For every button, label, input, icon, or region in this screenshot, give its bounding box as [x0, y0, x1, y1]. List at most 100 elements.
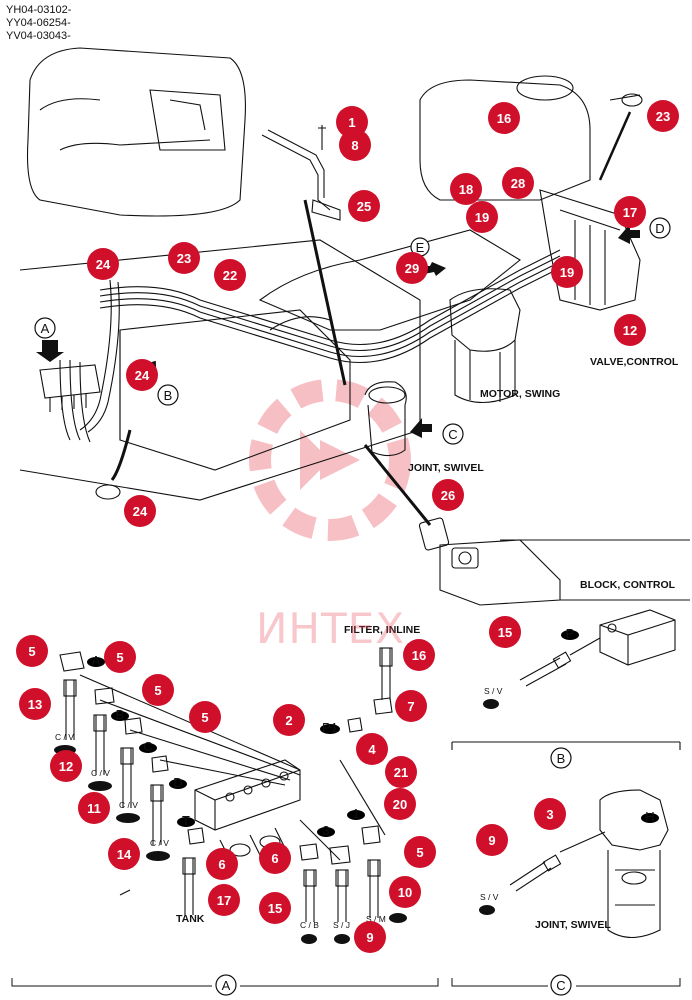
callout-23-hose-bubble — [168, 242, 200, 274]
view-letter-c: C — [442, 423, 464, 445]
hose-tag-h: H — [339, 935, 344, 944]
callout-5-c-number: 5 — [154, 683, 161, 698]
callout-15-detail[interactable]: 15 — [259, 892, 291, 924]
callout-6-a[interactable]: 6 — [206, 848, 238, 880]
callout-6-b-bubble — [259, 842, 291, 874]
serial-3: YV04-03043- — [6, 30, 71, 42]
hose-tag-4: 4 — [488, 700, 492, 709]
callout-11-number: 11 — [87, 801, 101, 816]
callout-12-detail-bubble — [50, 750, 82, 782]
callout-16-filter-top[interactable]: 16 — [488, 102, 520, 134]
view-letter-a: A — [34, 317, 56, 339]
callout-1-bolt-number: 1 — [348, 115, 355, 130]
callout-24-upper-bubble — [87, 248, 119, 280]
port-tag-t: T — [177, 813, 195, 828]
callout-19-upper[interactable]: 19 — [466, 201, 498, 233]
callout-5-c[interactable]: 5 — [142, 674, 174, 706]
hose-tag-sv-3: S / V — [480, 892, 499, 902]
callout-15-block[interactable]: 15 — [489, 616, 521, 648]
callout-20-bubble — [384, 788, 416, 820]
callout-5-e[interactable]: 5 — [404, 836, 436, 868]
callout-11[interactable]: 11 — [78, 792, 110, 824]
section-label-b: B — [550, 747, 572, 769]
callout-9-joint[interactable]: 9 — [476, 824, 508, 856]
callout-2-block-number: 2 — [285, 713, 292, 728]
callout-19-lower-number: 19 — [560, 265, 574, 280]
upper-assembly — [19, 47, 690, 606]
watermark-logo — [249, 379, 411, 541]
callout-5-b[interactable]: 5 — [104, 641, 136, 673]
callout-8-washer-number: 8 — [351, 138, 358, 153]
callout-16-detail-bubble — [403, 639, 435, 671]
callout-3-bubble — [534, 798, 566, 830]
svg-text:A: A — [92, 653, 101, 668]
svg-text:C: C — [556, 978, 565, 993]
callout-22-bubble — [214, 259, 246, 291]
callout-2-block-bubble — [273, 704, 305, 736]
callout-12-detail[interactable]: 12 — [50, 750, 82, 782]
callout-13[interactable]: 13 — [19, 688, 51, 720]
callout-3[interactable]: 3 — [534, 798, 566, 830]
callout-14[interactable]: 14 — [108, 838, 140, 870]
callout-28[interactable]: 28 — [502, 167, 534, 199]
callout-4[interactable]: 4 — [356, 733, 388, 765]
callout-18[interactable]: 18 — [450, 173, 482, 205]
callout-6-b-number: 6 — [271, 851, 278, 866]
callout-8-washer[interactable]: 8 — [339, 129, 371, 161]
callout-5-d[interactable]: 5 — [189, 701, 221, 733]
port-tag-3: 3 — [317, 823, 335, 838]
port-tag-b: B — [111, 707, 129, 722]
callout-29[interactable]: 29 — [396, 252, 428, 284]
callout-24-lower-number: 24 — [133, 504, 148, 519]
callout-25-bracket[interactable]: 25 — [348, 190, 380, 222]
callout-22[interactable]: 22 — [214, 259, 246, 291]
callout-9-joint-number: 9 — [488, 833, 495, 848]
hose-tag-cv-pcb: C / V — [150, 838, 169, 848]
serial-2: YY04-06254- — [6, 17, 71, 29]
callout-23-hose[interactable]: 23 — [168, 242, 200, 274]
callout-5-a-number: 5 — [28, 644, 35, 659]
callout-9-joint-bubble — [476, 824, 508, 856]
view-letter-d: D — [649, 217, 671, 239]
callout-10-number: 10 — [398, 885, 412, 900]
hose-tag-pcb: PCb — [151, 852, 166, 861]
svg-text:D: D — [655, 221, 664, 236]
callout-24-upper[interactable]: 24 — [87, 248, 119, 280]
callout-5-a[interactable]: 5 — [16, 635, 48, 667]
callout-17-detail[interactable]: 17 — [208, 884, 240, 916]
callout-25-bracket-bubble — [348, 190, 380, 222]
hose-tag-pca: PCa — [93, 782, 108, 791]
callout-16-detail[interactable]: 16 — [403, 639, 435, 671]
callout-24-mid[interactable]: 24 — [126, 359, 158, 391]
callout-19-lower[interactable]: 19 — [551, 256, 583, 288]
callout-21-number: 21 — [394, 765, 408, 780]
callout-29-bubble — [396, 252, 428, 284]
callout-21[interactable]: 21 — [385, 756, 417, 788]
callout-2-block[interactable]: 2 — [273, 704, 305, 736]
callout-20-number: 20 — [393, 797, 407, 812]
callout-28-bubble — [502, 167, 534, 199]
callout-10[interactable]: 10 — [389, 876, 421, 908]
callout-24-lower[interactable]: 24 — [124, 495, 156, 527]
label-joint-swivel-detail: JOINT, SWIVEL — [535, 919, 611, 931]
callout-23-clamp-top[interactable]: 23 — [647, 100, 679, 132]
callout-7-bubble — [395, 690, 427, 722]
callout-17-top-number: 17 — [623, 205, 637, 220]
callout-9-detail[interactable]: 9 — [354, 921, 386, 953]
callout-10-bubble — [389, 876, 421, 908]
svg-text:H: H — [645, 809, 654, 824]
callout-6-b[interactable]: 6 — [259, 842, 291, 874]
callout-17-top-bubble — [614, 196, 646, 228]
callout-24-mid-number: 24 — [135, 368, 150, 383]
callout-12-top[interactable]: 12 — [614, 314, 646, 346]
svg-text:D: D — [173, 775, 182, 790]
callout-5-e-bubble — [404, 836, 436, 868]
port-tag-d: D — [169, 775, 187, 790]
callout-24-lower-bubble — [124, 495, 156, 527]
callout-17-top[interactable]: 17 — [614, 196, 646, 228]
callout-26[interactable]: 26 — [432, 479, 464, 511]
callout-20[interactable]: 20 — [384, 788, 416, 820]
label-motor-swing: MOTOR, SWING — [480, 388, 561, 400]
serial-1: YH04-03102- — [6, 4, 72, 16]
callout-7[interactable]: 7 — [395, 690, 427, 722]
